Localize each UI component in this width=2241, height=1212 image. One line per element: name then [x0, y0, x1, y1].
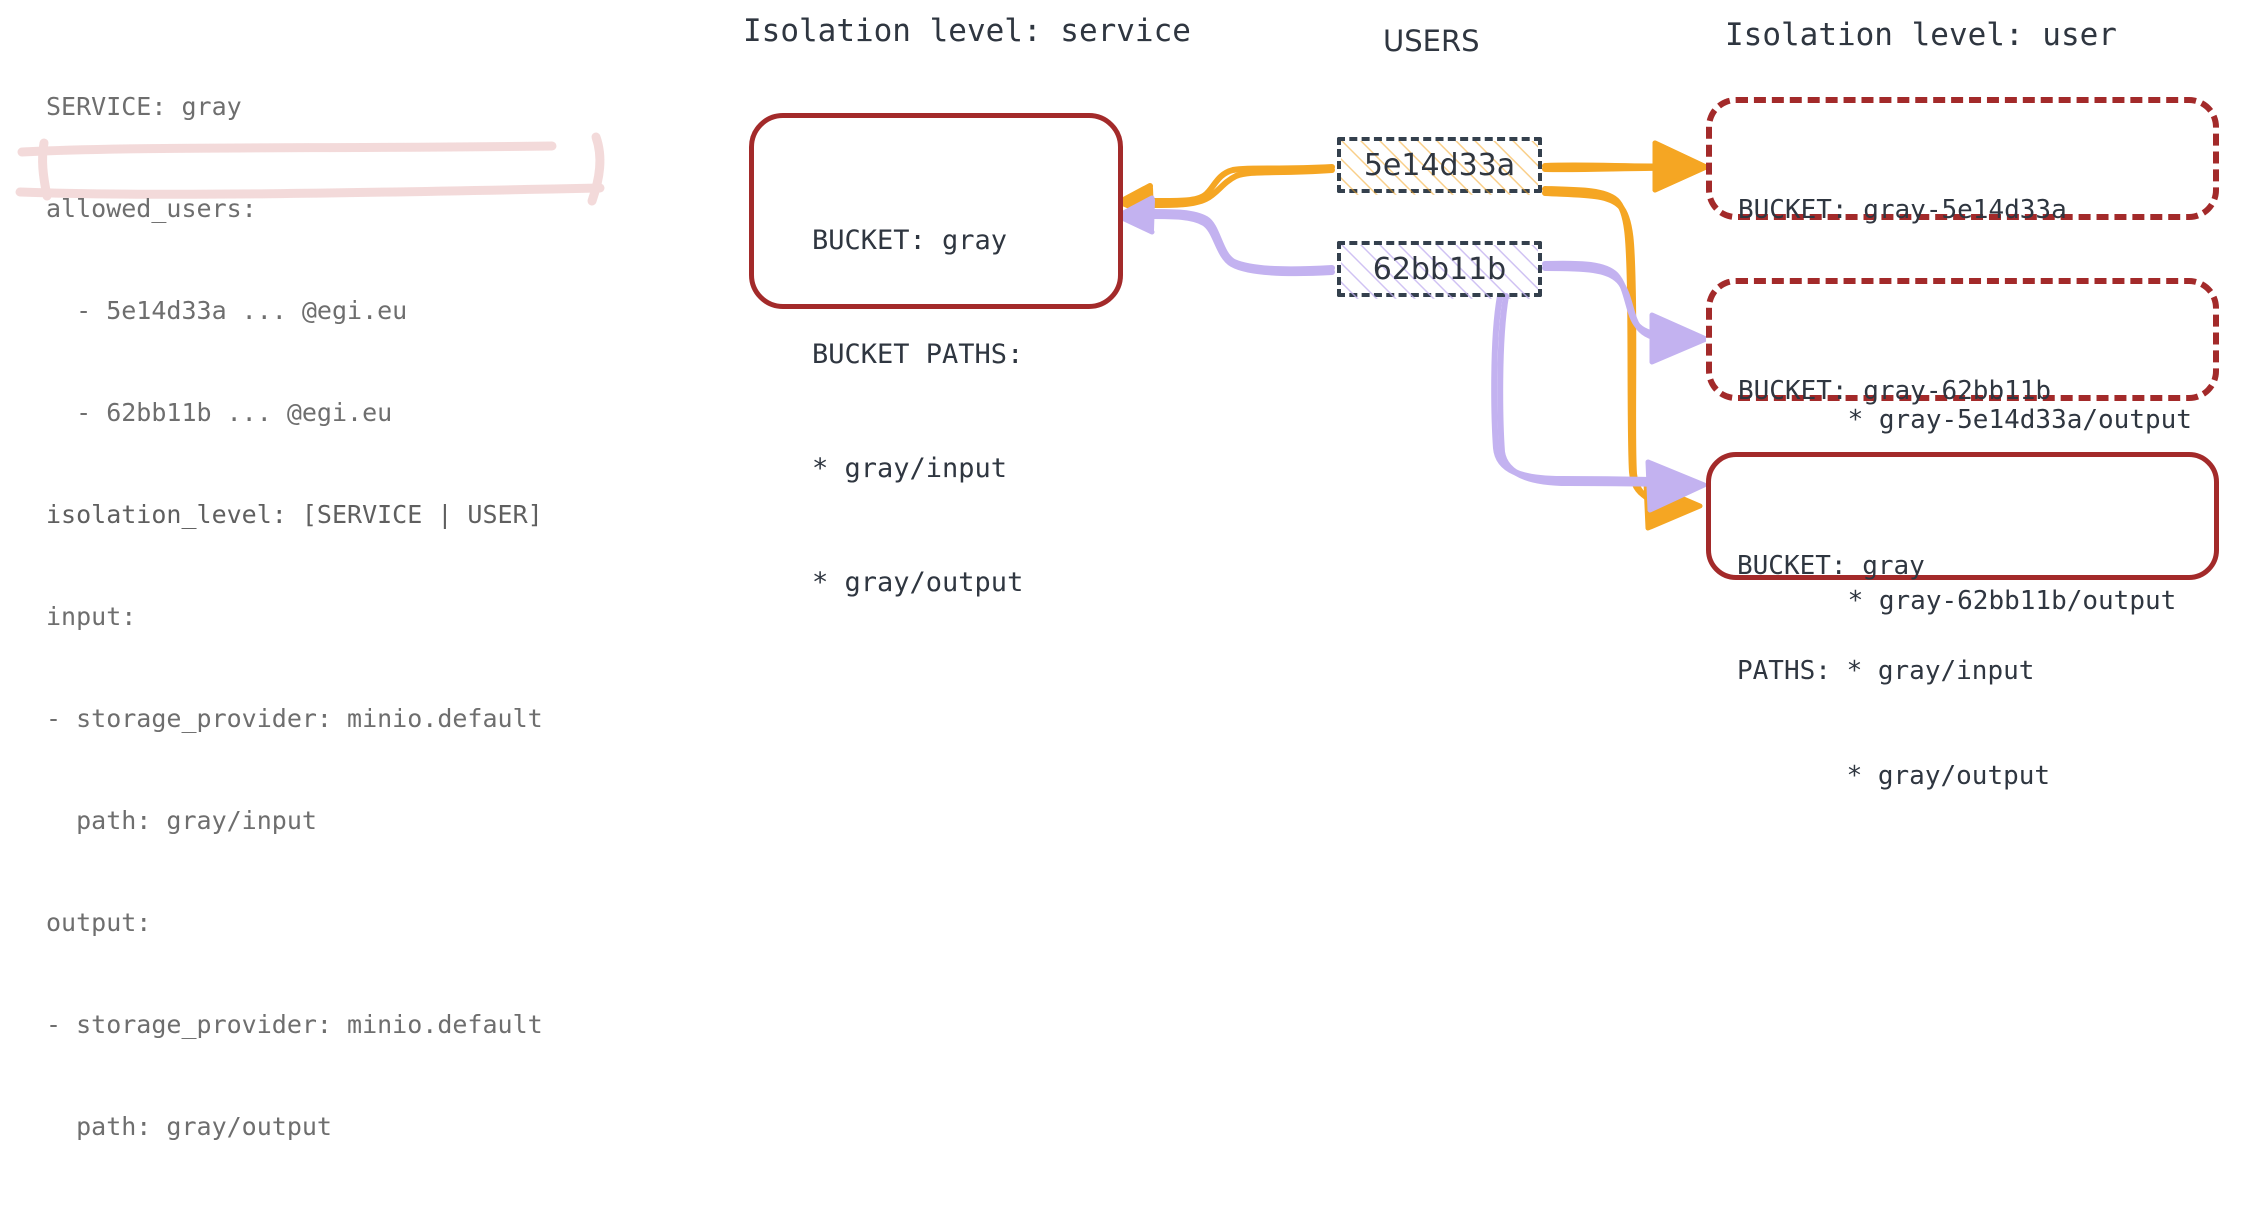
heading-users: USERS: [1383, 24, 1480, 58]
yaml-line-isolation-level: isolation_level: [SERVICE | USER]: [46, 500, 543, 529]
yaml-line: - 5e14d33a ... @egi.eu: [46, 296, 408, 325]
user-bucket-line: * gray-5e14d33a/output: [1738, 405, 2192, 435]
arrow-user-a-to-bucket3: [1542, 186, 1703, 531]
shared-bucket-line: BUCKET: gray: [1737, 551, 1925, 581]
yaml-line: path: gray/output: [46, 1112, 332, 1141]
shared-bucket-line: * gray/output: [1737, 761, 2051, 791]
service-bucket-line: * gray/input: [812, 453, 1008, 484]
yaml-line: input:: [46, 602, 137, 631]
shared-bucket-box-gray: BUCKET: gray PATHS: * gray/input * gray/…: [1706, 452, 2219, 791]
service-bucket-line: BUCKET: gray: [812, 225, 1008, 256]
user-chip-label: 62bb11b: [1372, 251, 1507, 287]
arrow-user-b-to-bucket2: [1542, 260, 1709, 365]
hatch-pattern-purple: [1341, 245, 1538, 299]
user-bucket-line: BUCKET: gray-5e14d33a: [1738, 195, 2067, 225]
hatch-pattern-orange: [1341, 141, 1538, 195]
service-bucket-line: BUCKET PATHS:: [812, 339, 1024, 370]
yaml-line: path: gray/input: [46, 806, 317, 835]
service-bucket-line: * gray/output: [812, 567, 1024, 598]
user-chip-label: 5e14d33a: [1363, 147, 1516, 183]
user-bucket-line: * gray-62bb11b/output: [1738, 586, 2177, 616]
yaml-line: allowed_users:: [46, 194, 257, 223]
user-bucket-box-5e14d33a: BUCKET: gray-5e14d33a PATHS: * gray-5e14…: [1706, 97, 2219, 435]
arrow-user-b-to-bucket3: [1491, 293, 1707, 513]
diagram-canvas: SERVICE: gray allowed_users: - 5e14d33a …: [15, 13, 2219, 1141]
arrow-user-a-to-bucket1: [1542, 140, 1709, 193]
service-definition-yaml: SERVICE: gray allowed_users: - 5e14d33a …: [46, 22, 646, 1212]
arrow-user-a-to-service: [1117, 164, 1335, 218]
user-bucket-line: BUCKET: gray-62bb11b: [1738, 376, 2052, 406]
arrow-user-b-to-service: [1115, 195, 1335, 277]
user-chip-62bb11b[interactable]: 62bb11b: [1337, 241, 1542, 299]
yaml-line: - 62bb11b ... @egi.eu: [46, 398, 393, 427]
heading-isolation-level-user: Isolation level: user: [1725, 17, 2117, 53]
yaml-line: - storage_provider: minio.default: [46, 704, 543, 733]
heading-isolation-level-service: Isolation level: service: [743, 13, 1191, 49]
shared-bucket-line: PATHS: * gray/input: [1737, 656, 2035, 686]
yaml-line: - storage_provider: minio.default: [46, 1010, 543, 1039]
yaml-line: SERVICE: gray: [46, 92, 242, 121]
user-bucket-box-62bb11b: BUCKET: gray-62bb11b PATHS: * gray-62bb1…: [1706, 278, 2219, 616]
service-bucket-box: BUCKET: gray BUCKET PATHS: * gray/input …: [749, 113, 1123, 598]
user-chip-5e14d33a[interactable]: 5e14d33a: [1337, 137, 1542, 195]
yaml-line: output:: [46, 908, 152, 937]
